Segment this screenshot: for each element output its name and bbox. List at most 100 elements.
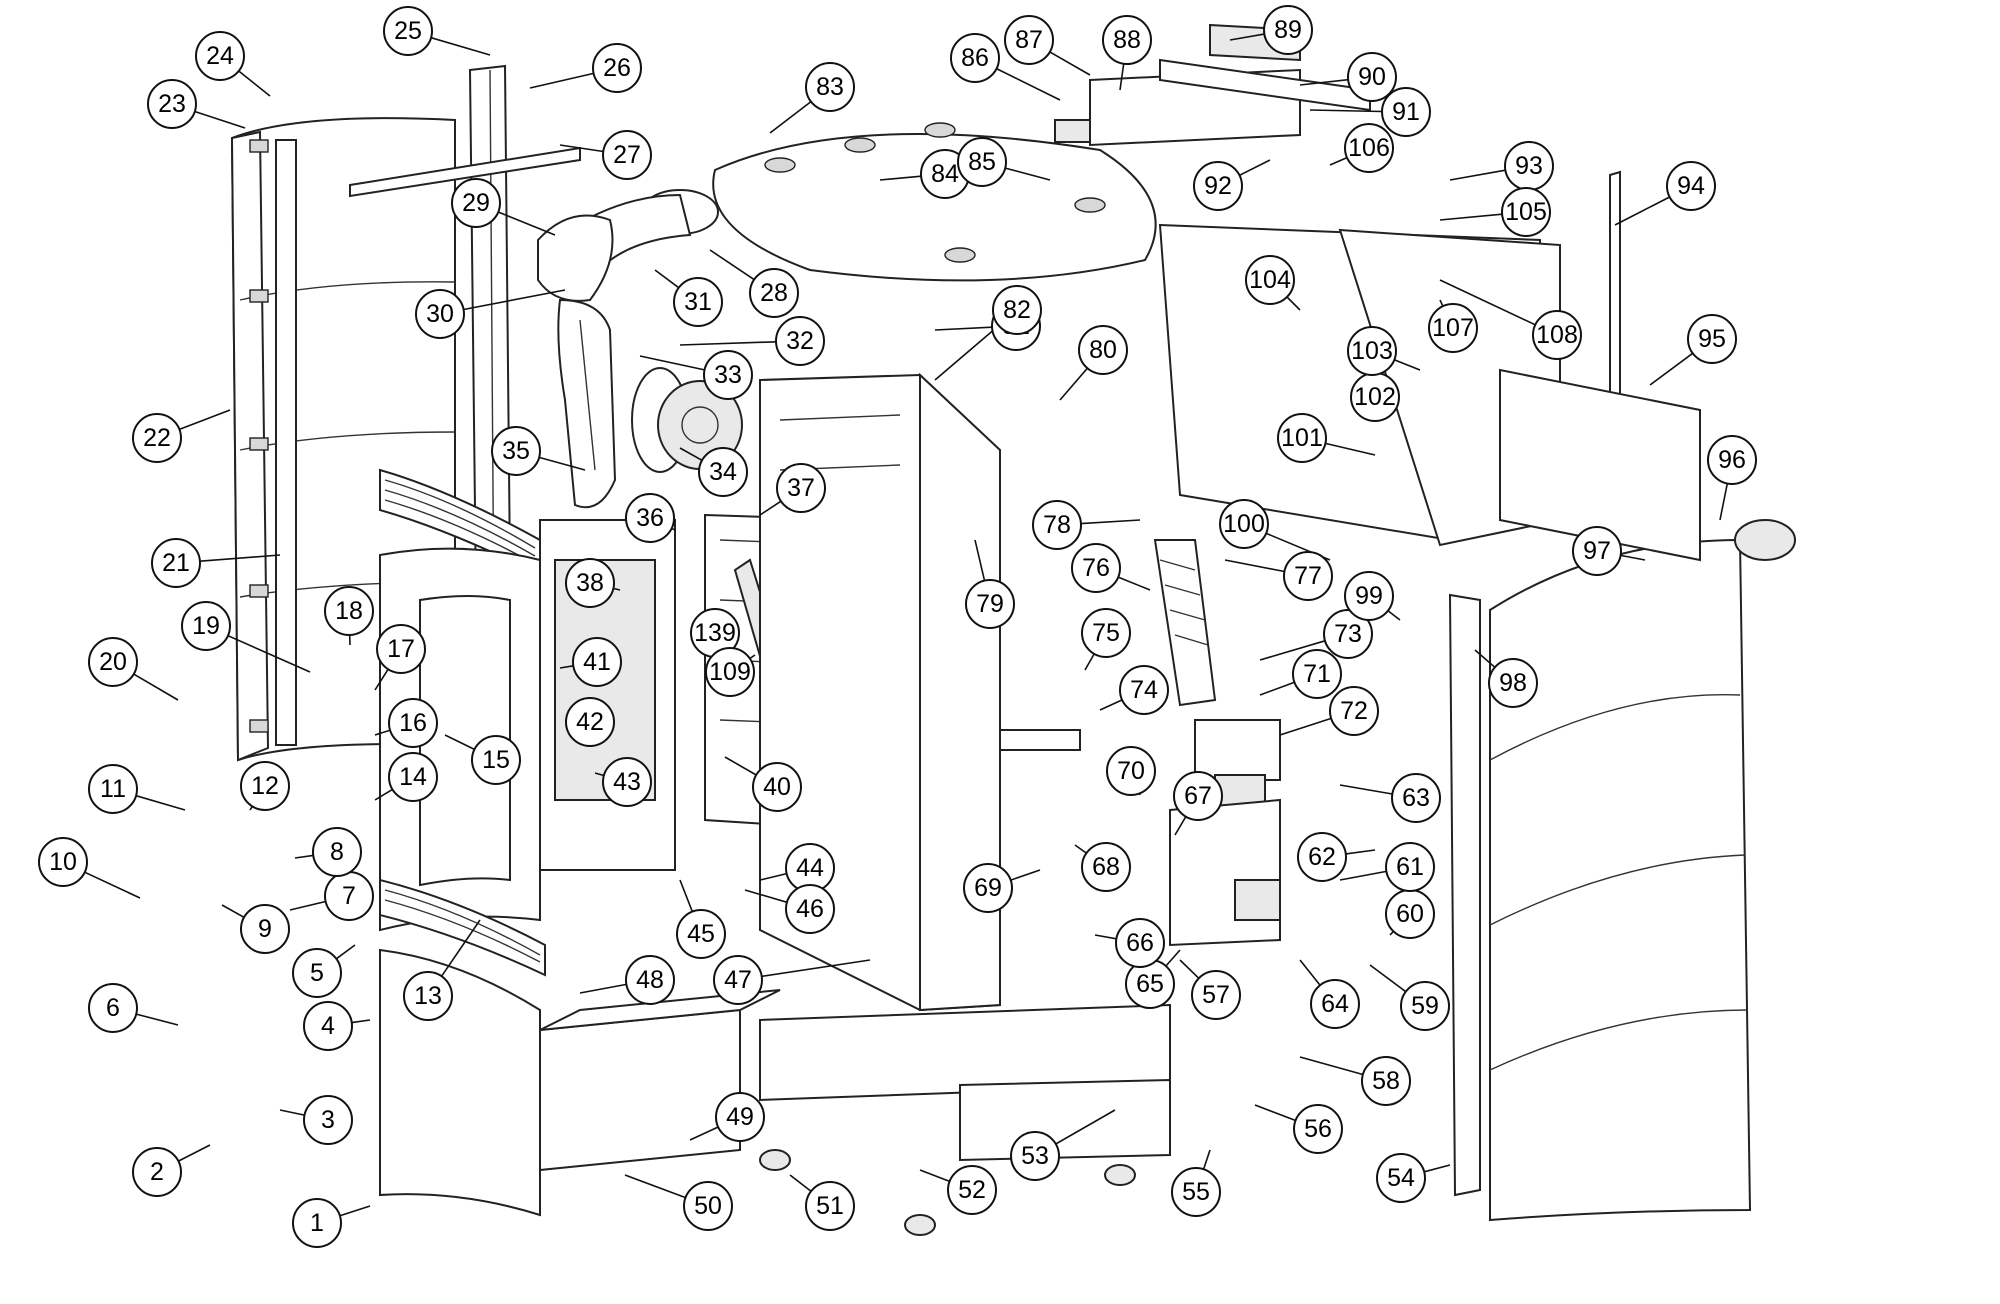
callout-70: 70 <box>1106 746 1156 796</box>
callout-circle <box>1501 187 1551 237</box>
leader-line-67 <box>1174 816 1187 836</box>
callout-29: 29 <box>451 178 501 228</box>
callout-circle <box>1102 15 1152 65</box>
callout-40: 40 <box>752 762 802 812</box>
callout-circle <box>1173 771 1223 821</box>
callout-99: 99 <box>1344 571 1394 621</box>
callout-2: 2 <box>132 1147 182 1197</box>
leader-line-20 <box>133 673 179 701</box>
callout-circle <box>151 538 201 588</box>
callout-circle <box>947 1165 997 1215</box>
ash-drawer <box>539 989 781 1172</box>
callout-circle <box>1572 526 1622 576</box>
callout-label: 87 <box>1015 26 1043 54</box>
callout-90: 90 <box>1347 52 1397 102</box>
callout-35: 35 <box>491 426 541 476</box>
callout-label: 106 <box>1348 134 1390 162</box>
callout-circle <box>1081 608 1131 658</box>
callout-label: 88 <box>1113 26 1141 54</box>
leader-line-40 <box>724 756 757 776</box>
callout-64: 64 <box>1310 979 1360 1029</box>
callout-label: 38 <box>576 569 604 597</box>
callout-circle <box>1532 310 1582 360</box>
leader-line-50 <box>624 1174 686 1199</box>
leader-line-68 <box>1074 844 1087 854</box>
callout-label: 109 <box>709 658 751 686</box>
callout-label: 30 <box>426 300 454 328</box>
callout-label: 2 <box>150 1158 164 1186</box>
right-front-upright <box>1448 593 1481 1197</box>
callout-circle <box>324 586 374 636</box>
callout-label: 6 <box>106 994 120 1022</box>
callout-24: 24 <box>195 31 245 81</box>
callout-circle <box>1488 658 1538 708</box>
callout-20: 20 <box>88 637 138 687</box>
callout-26: 26 <box>592 43 642 93</box>
leader-line-57 <box>1179 959 1200 979</box>
callout-23: 23 <box>147 79 197 129</box>
callout-circle <box>1292 649 1342 699</box>
rear-panel <box>1499 368 1796 562</box>
callout-72: 72 <box>1329 686 1379 736</box>
leader-line-21 <box>199 554 281 562</box>
leader-line-33 <box>639 355 705 371</box>
callout-circle <box>1032 500 1082 550</box>
callout-circle <box>1381 87 1431 137</box>
leader-line-5 <box>335 944 356 960</box>
callout-38: 38 <box>565 558 615 608</box>
callout-circle <box>1428 303 1478 353</box>
leader-line-77 <box>1224 559 1285 573</box>
callout-label: 29 <box>462 189 490 217</box>
callout-circle <box>1219 499 1269 549</box>
callout-label: 62 <box>1308 843 1336 871</box>
leader-line-104 <box>1286 296 1301 311</box>
callout-label: 45 <box>687 920 715 948</box>
callout-34: 34 <box>698 447 748 497</box>
leader-line-80 <box>1059 367 1089 401</box>
callout-7: 7 <box>324 871 374 921</box>
callout-circle <box>705 647 755 697</box>
callout-circle <box>451 178 501 228</box>
callout-circle <box>592 43 642 93</box>
callout-75: 75 <box>1081 608 1131 658</box>
callout-circle <box>1071 543 1121 593</box>
callout-label: 48 <box>636 966 664 994</box>
callout-label: 19 <box>192 612 220 640</box>
leader-line-7 <box>289 900 326 911</box>
callout-label: 4 <box>321 1012 335 1040</box>
callout-label: 58 <box>1372 1067 1400 1095</box>
callout-82: 82 <box>992 285 1042 335</box>
callout-96: 96 <box>1707 435 1757 485</box>
callout-label: 34 <box>709 458 737 486</box>
leader-line-84 <box>879 175 922 181</box>
leader-line-9 <box>221 904 245 918</box>
callout-circle <box>1310 979 1360 1029</box>
callout-label: 13 <box>414 982 442 1010</box>
callout-label: 100 <box>1223 510 1265 538</box>
callout-label: 108 <box>1536 321 1578 349</box>
callout-87: 87 <box>1004 15 1054 65</box>
callout-79: 79 <box>965 579 1015 629</box>
callout-circle <box>181 601 231 651</box>
callout-circle <box>132 1147 182 1197</box>
callout-label: 41 <box>583 648 611 676</box>
callout-55: 55 <box>1171 1167 1221 1217</box>
leader-line-17 <box>374 668 389 691</box>
callout-label: 98 <box>1499 669 1527 697</box>
callout-label: 68 <box>1092 853 1120 881</box>
callout-label: 94 <box>1677 172 1705 200</box>
callout-label: 20 <box>99 648 127 676</box>
callout-label: 69 <box>974 874 1002 902</box>
left-panel-hinge-strip <box>275 139 297 746</box>
callout-circle <box>963 863 1013 913</box>
callout-104: 104 <box>1245 255 1295 305</box>
callout-circle <box>992 285 1042 335</box>
callout-27: 27 <box>602 130 652 180</box>
feet <box>759 1149 1136 1236</box>
callout-label: 55 <box>1182 1178 1210 1206</box>
callout-45: 45 <box>676 909 726 959</box>
leader-line-79 <box>974 539 986 581</box>
fumes-duct-assembly <box>537 189 719 509</box>
leader-line-64 <box>1299 959 1321 986</box>
